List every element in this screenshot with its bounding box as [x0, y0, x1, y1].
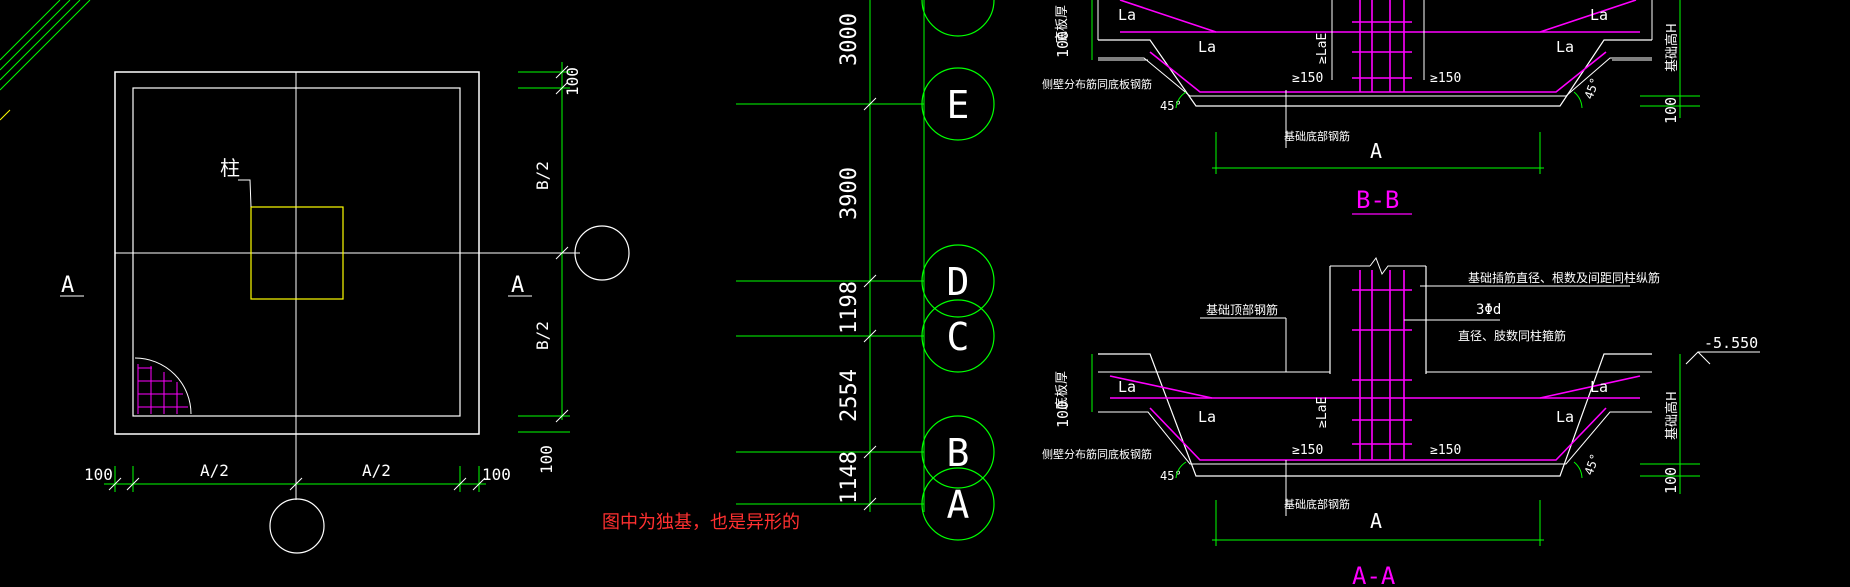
bb-dim-100-right: 100 — [1662, 97, 1680, 124]
axis-bubble-a — [921, 467, 995, 541]
plan-dim-100-right: 100 — [482, 465, 511, 484]
bb-slab-thick: 底板厚 — [1054, 5, 1070, 44]
plan-dim-vertical — [518, 62, 570, 433]
aa-dim-100-left: 100 — [1054, 401, 1072, 428]
rebar-detail-quarter — [134, 357, 192, 415]
aa-ge150-left: ≥150 — [1292, 443, 1323, 458]
bb-title: B-B — [1356, 186, 1399, 214]
aa-deg45-right: 45° — [1582, 452, 1603, 477]
bb-deg45-left: 45° — [1160, 99, 1182, 113]
aa-la-3: La — [1590, 378, 1608, 396]
plan-dim-100-left: 100 — [84, 465, 113, 484]
bb-la-1: La — [1118, 6, 1136, 24]
column-outline — [250, 206, 344, 300]
bb-found-height: 基础高H — [1664, 23, 1680, 72]
bb-la-4: La — [1556, 38, 1574, 56]
bb-width-a: A — [1370, 139, 1382, 163]
grid-dim-3900: 3900 — [837, 167, 862, 220]
aa-la-2: La — [1198, 408, 1216, 426]
aa-found-height: 基础高H — [1664, 391, 1680, 440]
plan-dim-100-bottom: 100 — [537, 445, 556, 474]
aa-width-a: A — [1370, 509, 1382, 533]
axis-label-b: B — [947, 431, 970, 475]
aa-title: A-A — [1352, 562, 1396, 587]
grid-dim-2554: 2554 — [837, 369, 862, 422]
bb-deg45-right: 45° — [1582, 76, 1603, 101]
axis-label-c: C — [947, 315, 970, 359]
aa-dim-100-right: 100 — [1662, 467, 1680, 494]
bb-dim-100-left: 100 — [1054, 31, 1072, 58]
column-label: 柱 — [220, 156, 240, 180]
plan-axis-bubble-bottom — [269, 498, 325, 554]
plan-dim-b-half-top: B/2 — [533, 161, 552, 190]
aa-stirrup-count: 3Φd — [1476, 302, 1501, 318]
note-text: 图中为独基，也是异形的 — [602, 512, 800, 533]
foundation-plan: 柱 A A — [0, 0, 630, 554]
aa-slab-thick: 底板厚 — [1054, 371, 1070, 410]
aa-elevation: -5.550 — [1704, 334, 1758, 352]
aa-la-4: La — [1556, 408, 1574, 426]
bb-laE: ≥LaE — [1315, 33, 1330, 64]
axis-bubble-c — [921, 299, 995, 373]
aa-dowel-note: 基础插筋直径、根数及间距同柱纵筋 — [1468, 270, 1660, 285]
bb-la-3: La — [1590, 6, 1608, 24]
axis-bubble-e — [921, 67, 995, 141]
plan-dim-a-half-right: A/2 — [362, 461, 391, 480]
column-leader — [238, 179, 252, 208]
grid-dim-1198: 1198 — [837, 281, 862, 334]
plan-axis-bubble-right — [574, 225, 630, 281]
bb-la-2: La — [1198, 38, 1216, 56]
axis-bubble-d — [921, 244, 995, 318]
plan-dim-b-half-bottom: B/2 — [533, 321, 552, 350]
plan-dim-horizontal — [104, 466, 486, 492]
axis-label-e: E — [947, 83, 970, 127]
section-label-a-right: A — [511, 273, 524, 298]
grid-axes: E D C B A 3000 3900 1198 2554 1148 — [736, 0, 995, 541]
corner-hatch — [0, 0, 91, 121]
aa-top-rebar: 基础顶部钢筋 — [1206, 302, 1278, 317]
aa-deg45-left: 45° — [1160, 469, 1182, 483]
aa-wall-dist: 侧壁分布筋同底板钢筋 — [1042, 447, 1152, 461]
aa-la-1: La — [1118, 378, 1136, 396]
bb-ge150-left: ≥150 — [1292, 71, 1323, 86]
plan-dim-100-top: 100 — [563, 67, 582, 96]
grid-dim-3000: 3000 — [837, 13, 862, 66]
aa-laE: ≥LaE — [1315, 397, 1330, 428]
section-bb: La La La La ≥LaE ≥150 ≥150 侧壁分布筋同底板钢筋 45… — [1042, 0, 1700, 215]
aa-bottom-rebar: 基础底部钢筋 — [1284, 497, 1350, 511]
bb-wall-dist: 侧壁分布筋同底板钢筋 — [1042, 77, 1152, 91]
bb-bottom-rebar: 基础底部钢筋 — [1284, 129, 1350, 143]
aa-ge150-right: ≥150 — [1430, 443, 1461, 458]
section-aa: 基础插筋直径、根数及间距同柱纵筋 基础顶部钢筋 3Φd 直径、肢数同柱箍筋 -5… — [1042, 256, 1760, 587]
plan-dim-a-half-left: A/2 — [200, 461, 229, 480]
axis-label-d: D — [947, 260, 970, 304]
section-label-a-left: A — [61, 273, 74, 298]
axis-bubble-b — [921, 415, 995, 489]
grid-dim-1148: 1148 — [837, 451, 862, 504]
aa-stirrup-note: 直径、肢数同柱箍筋 — [1458, 328, 1566, 343]
axis-label-a: A — [947, 483, 970, 527]
bb-ge150-right: ≥150 — [1430, 71, 1461, 86]
